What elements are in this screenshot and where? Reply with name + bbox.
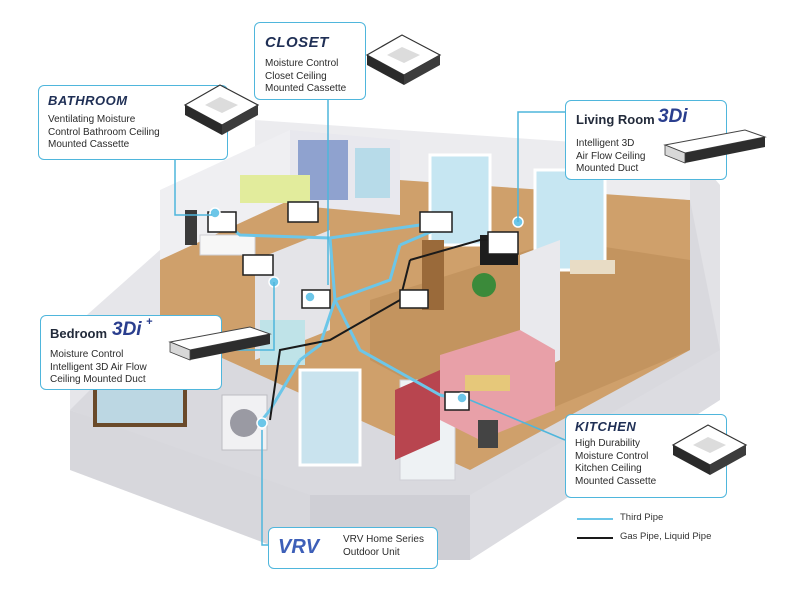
callout-bathroom xyxy=(38,85,228,160)
callout-living-room-description: Intelligent 3D Air Flow Ceiling Mounted … xyxy=(576,138,646,174)
bathroom-cassette-icon xyxy=(183,84,260,135)
closet-window xyxy=(355,148,390,198)
kitchen-fridge xyxy=(478,420,498,448)
callout-kitchen-title: KITCHEN xyxy=(575,419,637,434)
callout-closet-description: Moisture Control Closet Ceiling Mounted … xyxy=(265,58,347,94)
bedroom-3di-plus: + xyxy=(146,316,153,328)
kitchen-wall-dark xyxy=(395,370,440,460)
bathroom-tub xyxy=(199,234,256,256)
callout-closet-title: CLOSET xyxy=(265,34,329,51)
legend-gas-liquid-pipe-label: Gas Pipe, Liquid Pipe xyxy=(620,531,712,542)
callout-vrv xyxy=(268,527,438,569)
outdoor-unit-fan xyxy=(230,409,258,437)
bathroom-mirror xyxy=(185,210,197,245)
bedroom-3di-badge: 3Di xyxy=(112,319,142,340)
callout-bathroom-title: BATHROOM xyxy=(48,93,128,108)
callout-bedroom-description: Moisture Control Intelligent 3D Air Flow… xyxy=(50,349,147,385)
vrv-logo: VRV xyxy=(278,536,320,558)
legend-gas-liquid-pipe-swatch xyxy=(577,537,613,539)
callout-bedroom-title: Bedroom xyxy=(50,326,108,341)
leader-lines xyxy=(160,100,566,546)
living-room-3di-badge: 3Di xyxy=(658,106,688,127)
legend-third-pipe-label: Third Pipe xyxy=(620,512,664,523)
kitchen-counter xyxy=(465,375,510,391)
plant xyxy=(472,273,496,297)
balcony-window xyxy=(298,368,362,467)
legend-third-pipe-swatch xyxy=(577,518,613,520)
closet-cassette-icon xyxy=(365,34,442,85)
callout-closet xyxy=(254,22,366,100)
wall-right-back xyxy=(690,150,720,350)
pipe-nodes xyxy=(209,207,524,429)
callout-kitchen-description: High Durability Moisture Control Kitchen… xyxy=(575,438,657,487)
living-table xyxy=(570,260,615,274)
bedroom-duct-icon xyxy=(168,326,272,361)
wall-front-left xyxy=(70,410,310,560)
closet-bed xyxy=(240,175,310,203)
callout-vrv-description: VRV Home Series Outdoor Unit xyxy=(343,534,424,558)
living-room-duct-icon xyxy=(663,129,767,164)
callout-living-room-title: Living Room xyxy=(576,112,655,127)
callout-bathroom-description: Ventilating Moisture Control Bathroom Ce… xyxy=(48,114,160,150)
kitchen-cassette-icon xyxy=(671,424,748,475)
